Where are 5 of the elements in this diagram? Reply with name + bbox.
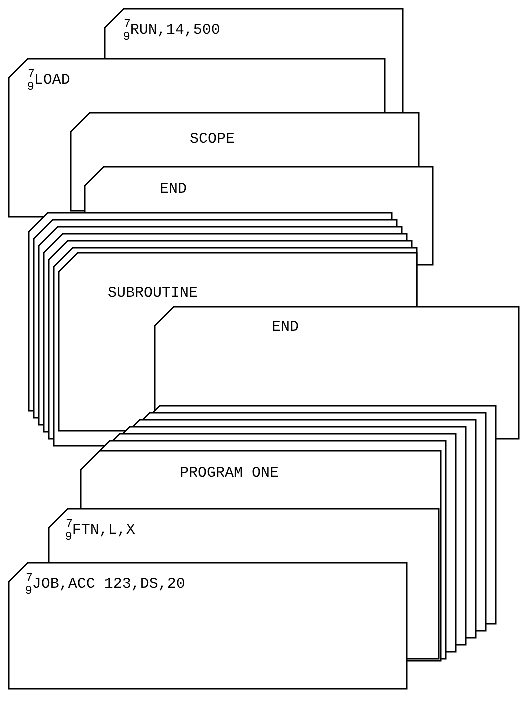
card-text: END: [160, 182, 188, 197]
card-text: SCOPE: [190, 132, 236, 147]
card-text: END: [272, 320, 300, 335]
card-text: SUBROUTINE: [108, 286, 198, 301]
card-text: PROGRAM ONE: [180, 466, 280, 481]
